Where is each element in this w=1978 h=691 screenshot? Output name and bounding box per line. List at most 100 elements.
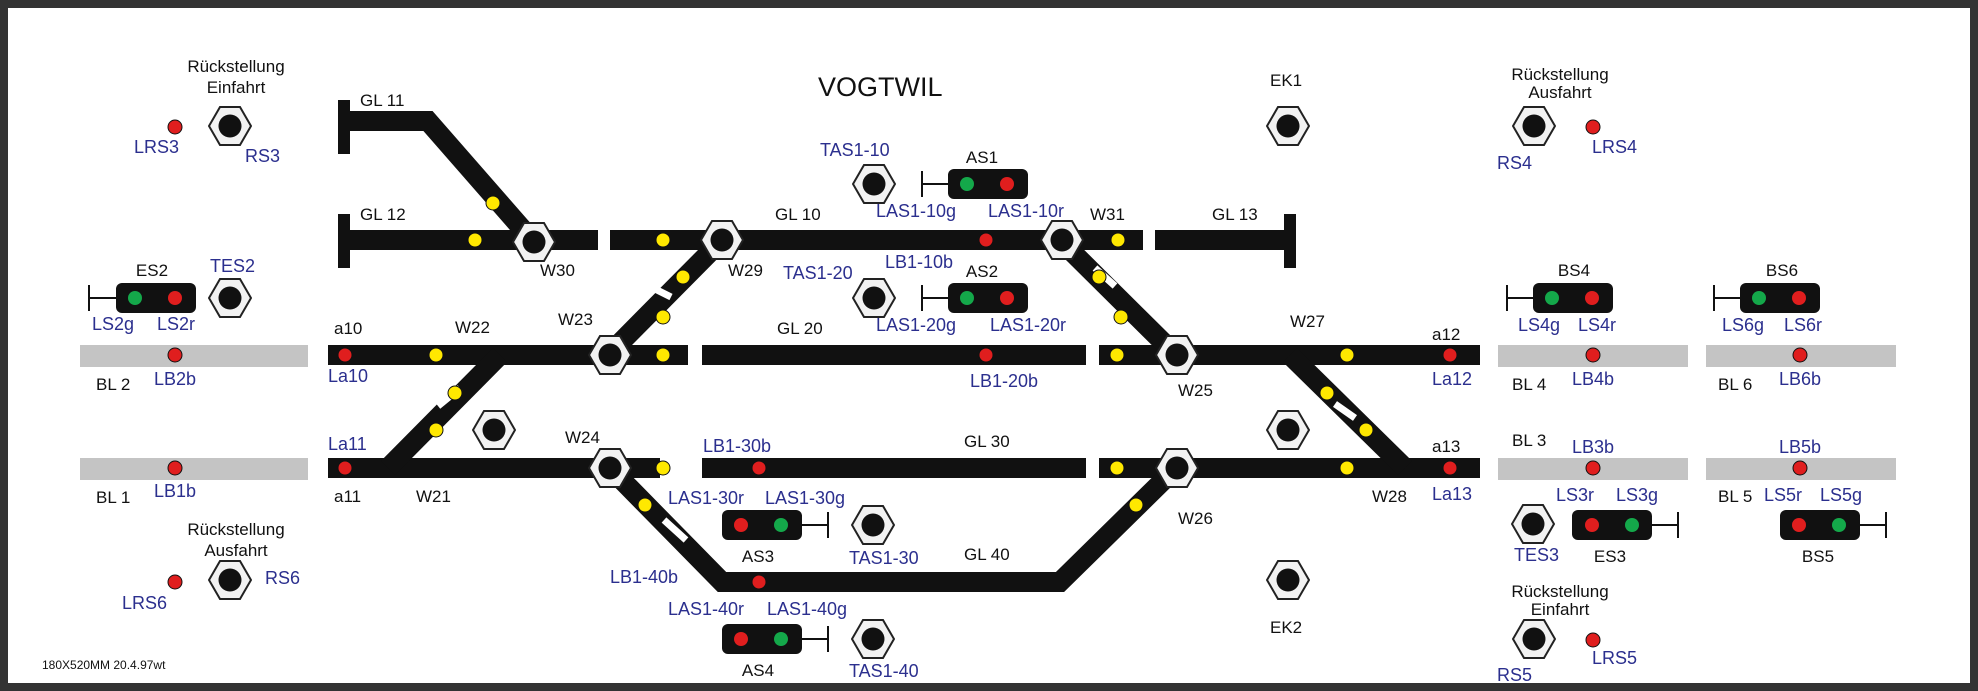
signal-bs6 [1713, 283, 1820, 313]
svg-text:LB1-20b: LB1-20b [970, 371, 1038, 391]
svg-text:BL 2: BL 2 [96, 375, 130, 394]
block-labels: BL 2 LB2b BL 1 LB1b BL 4 LB4b BL 6 LB6b … [96, 369, 1821, 507]
svg-text:BL 1: BL 1 [96, 488, 130, 507]
svg-text:W21: W21 [416, 487, 451, 506]
svg-text:LS4r: LS4r [1578, 315, 1616, 335]
svg-text:LAS1-40g: LAS1-40g [767, 599, 847, 619]
svg-text:a11: a11 [334, 487, 361, 506]
signal-as4 [722, 624, 829, 654]
svg-text:RS6: RS6 [265, 568, 300, 588]
lamp-la12 [1442, 347, 1458, 363]
signal-lamp-labels: LS2g LS2r LAS1-10g LAS1-10r LAS1-20g LAS… [92, 201, 1862, 619]
svg-text:LS6g: LS6g [1722, 315, 1764, 335]
svg-text:TAS1-20: TAS1-20 [783, 263, 853, 283]
svg-text:TAS1-10: TAS1-10 [820, 140, 890, 160]
svg-text:LS4g: LS4g [1518, 315, 1560, 335]
svg-text:LS3g: LS3g [1616, 485, 1658, 505]
signal-as2 [921, 283, 1028, 313]
svg-text:GL 20: GL 20 [777, 319, 823, 338]
svg-text:W25: W25 [1178, 381, 1213, 400]
svg-text:RS5: RS5 [1497, 665, 1532, 685]
lamp-lrs6 [167, 574, 183, 590]
lamp-lb6b [1792, 347, 1808, 363]
lamp-lb1-10b [978, 232, 994, 248]
lamp-lb1b [167, 460, 183, 476]
svg-text:Ausfahrt: Ausfahrt [204, 541, 268, 560]
lamp-lb1-40b [751, 574, 767, 590]
svg-text:W24: W24 [565, 428, 600, 447]
svg-text:RS4: RS4 [1497, 153, 1532, 173]
lamp-lb2b [167, 347, 183, 363]
crossover-w31-w25 [1052, 232, 1184, 363]
svg-text:Einfahrt: Einfahrt [207, 78, 266, 97]
svg-text:LAS1-20r: LAS1-20r [990, 315, 1066, 335]
svg-text:W30: W30 [540, 261, 575, 280]
svg-text:W28: W28 [1372, 487, 1407, 506]
svg-text:a10: a10 [334, 319, 362, 338]
signal-as1 [921, 169, 1028, 199]
svg-text:BL 3: BL 3 [1512, 431, 1546, 450]
svg-text:a13: a13 [1432, 437, 1460, 456]
indicator-lamps [167, 119, 1808, 648]
signal-bs4 [1506, 283, 1613, 313]
lamp-lrs5 [1585, 632, 1601, 648]
svg-text:a12: a12 [1432, 325, 1460, 344]
svg-text:LS2g: LS2g [92, 314, 134, 334]
lamp-la10 [337, 347, 353, 363]
svg-text:BS4: BS4 [1558, 261, 1590, 280]
svg-text:LB4b: LB4b [1572, 369, 1614, 389]
svg-text:AS2: AS2 [966, 262, 998, 281]
svg-text:TAS1-40: TAS1-40 [849, 661, 919, 681]
lamp-lb1-30b [751, 460, 767, 476]
svg-text:Ausfahrt: Ausfahrt [1528, 83, 1592, 102]
svg-text:LS5r: LS5r [1764, 485, 1802, 505]
signal-es3 [1572, 510, 1679, 540]
svg-text:LB1-30b: LB1-30b [703, 436, 771, 456]
svg-text:LB2b: LB2b [154, 369, 196, 389]
svg-text:Rückstellung: Rückstellung [1511, 65, 1608, 84]
svg-text:RS3: RS3 [245, 146, 280, 166]
svg-text:LAS1-40r: LAS1-40r [668, 599, 744, 619]
svg-text:W29: W29 [728, 261, 763, 280]
svg-text:LB1-40b: LB1-40b [610, 567, 678, 587]
svg-text:AS1: AS1 [966, 148, 998, 167]
svg-text:AS4: AS4 [742, 661, 774, 680]
track-lamp-labels: La10 La11 La12 La13 LB1-10b LB1-20b LB1-… [328, 252, 1472, 587]
signal-es2 [88, 283, 196, 313]
svg-text:BL 4: BL 4 [1512, 375, 1546, 394]
reset-ids: LRS3 RS3 LRS6 RS6 LRS4 RS4 LRS5 RS5 [122, 137, 1637, 685]
svg-text:LB6b: LB6b [1779, 369, 1821, 389]
svg-text:Rückstellung: Rückstellung [187, 57, 284, 76]
svg-text:LAS1-10g: LAS1-10g [876, 201, 956, 221]
ek-labels: EK1 EK2 [1270, 71, 1302, 637]
lamp-lrs4 [1585, 119, 1601, 135]
svg-text:BL 5: BL 5 [1718, 487, 1752, 506]
lamp-lb1-20b [978, 347, 994, 363]
svg-text:BS6: BS6 [1766, 261, 1798, 280]
footer-note: 180X520MM 20.4.97wt [42, 658, 166, 672]
svg-text:GL 11: GL 11 [360, 91, 404, 110]
svg-text:LRS6: LRS6 [122, 593, 167, 613]
svg-text:W31: W31 [1090, 205, 1125, 224]
svg-text:ES3: ES3 [1594, 547, 1626, 566]
svg-text:BL 6: BL 6 [1718, 375, 1752, 394]
reset-labels: Rückstellung Einfahrt Rückstellung Ausfa… [187, 57, 1608, 619]
track-end-labels: a10 a11 a12 a13 [334, 319, 1460, 506]
svg-text:LAS1-20g: LAS1-20g [876, 315, 956, 335]
svg-text:W22: W22 [455, 318, 490, 337]
svg-text:LRS5: LRS5 [1592, 648, 1637, 668]
svg-text:LAS1-30g: LAS1-30g [765, 488, 845, 508]
svg-text:GL 30: GL 30 [964, 432, 1010, 451]
svg-text:LB1-10b: LB1-10b [885, 252, 953, 272]
lamp-la11 [337, 460, 353, 476]
svg-text:ES2: ES2 [136, 261, 168, 280]
signal-button-labels: TES2 TAS1-10 TAS1-20 TAS1-30 TAS1-40 TES… [210, 140, 1559, 681]
svg-text:AS3: AS3 [742, 547, 774, 566]
lamp-lrs3 [167, 119, 183, 135]
svg-text:LS5g: LS5g [1820, 485, 1862, 505]
signal-bs5 [1780, 510, 1887, 540]
svg-text:LB1b: LB1b [154, 481, 196, 501]
svg-text:Einfahrt: Einfahrt [1531, 600, 1590, 619]
svg-text:LS2r: LS2r [157, 314, 195, 334]
